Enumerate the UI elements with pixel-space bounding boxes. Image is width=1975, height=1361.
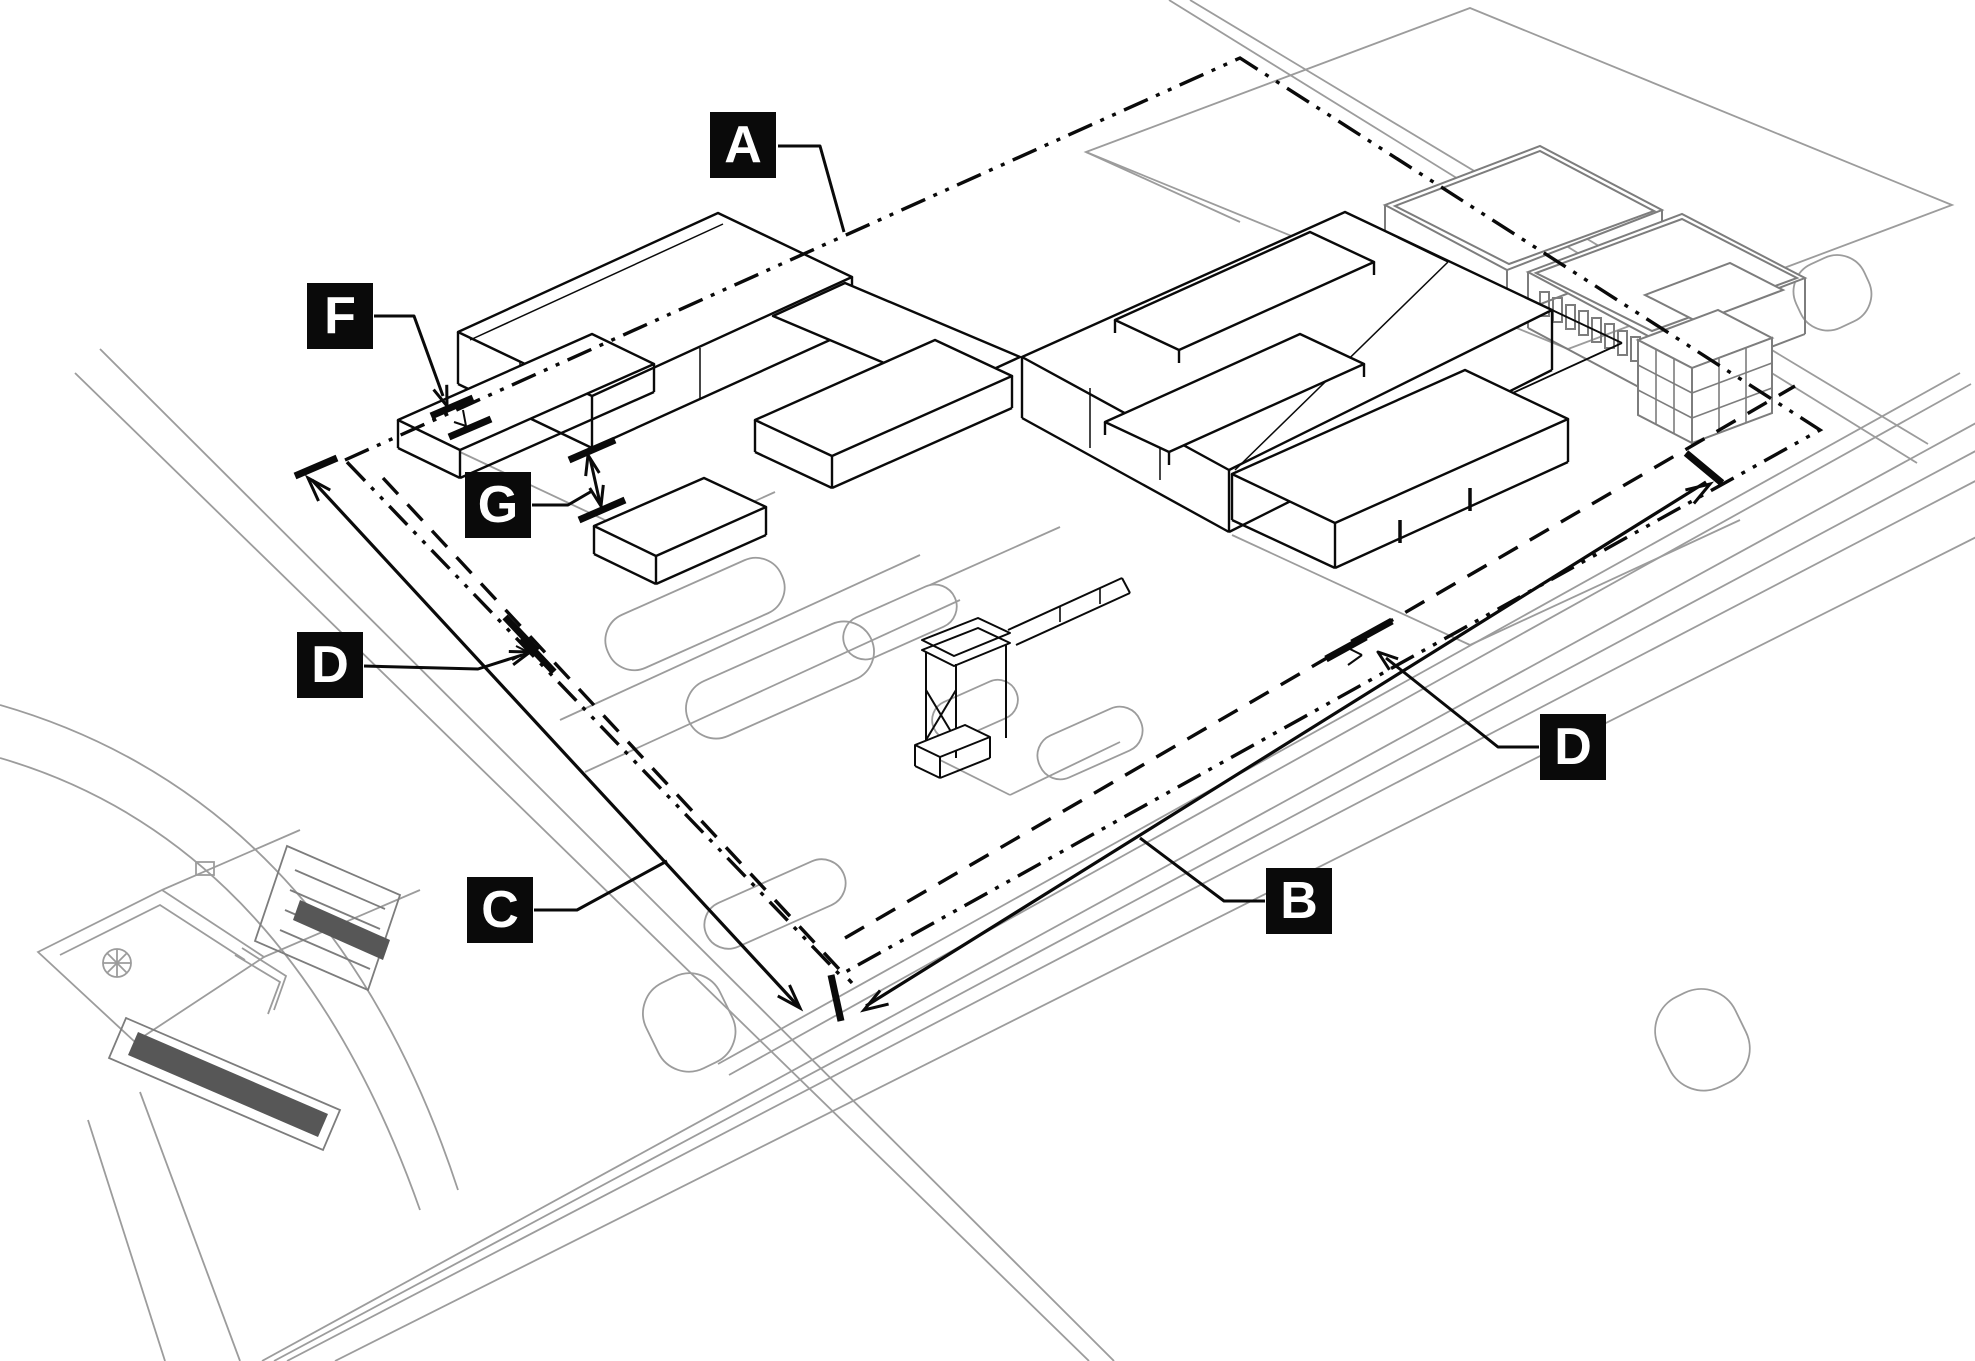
parking-island (703, 858, 847, 950)
tick-marks (429, 394, 1394, 675)
grandstand-outline (107, 1016, 342, 1152)
baseball-field (0, 704, 459, 1211)
neighbor-building-b-windows (1539, 291, 1641, 362)
road-lines (74, 0, 1975, 1361)
callout-d-right-label: D (1540, 714, 1606, 780)
bleacher-stand (253, 844, 402, 992)
callout-d-left-label: D (297, 632, 363, 698)
leader-g (532, 489, 593, 507)
parking-island (1036, 705, 1144, 781)
grandstand-roof (128, 1032, 328, 1137)
leader-d-right (1376, 650, 1539, 749)
school-entry-tower (914, 577, 1131, 779)
setback-line-right (844, 384, 1796, 940)
tick-mark-f (429, 394, 493, 441)
bleacher-dark-band (293, 900, 390, 960)
neighbor-building-c-upper (1642, 261, 1786, 324)
parking-island (604, 556, 786, 672)
bleachers (107, 844, 402, 1152)
boundary-lines (342, 56, 1824, 985)
infield-detail (59, 903, 246, 961)
dimension-line-g (567, 436, 627, 524)
backstop (241, 947, 288, 1011)
outfield-arc (0, 704, 459, 1191)
callout-a-label: A (710, 112, 776, 178)
dimension-line-b (859, 450, 1725, 1013)
school-west-wing (396, 211, 854, 480)
leader-a (778, 144, 846, 233)
leader-f (374, 314, 449, 408)
callout-b-label: B (1266, 868, 1332, 934)
school-roof-monitor (1103, 230, 1376, 465)
callout-f-label: F (307, 283, 373, 349)
property-line (342, 56, 1824, 978)
school-right-wing (1230, 368, 1570, 570)
dimension-lines (293, 436, 1725, 1022)
outfield-arc-inner (0, 757, 421, 1211)
leader-c (534, 859, 668, 912)
pitchers-mound (102, 948, 132, 978)
backstop-outer (234, 954, 282, 1015)
school-building (396, 210, 1623, 779)
callout-c-label: C (467, 877, 533, 943)
callout-g-label: G (465, 472, 531, 538)
neighbor-building-glass-cube (1635, 308, 1775, 445)
leader-lines (363, 144, 1539, 912)
tick-mark-d-right (1324, 617, 1394, 666)
school-south-block (592, 476, 768, 586)
leader-d-left (363, 650, 532, 671)
infield-diamond (36, 888, 266, 1044)
school-center-connector (753, 281, 1022, 490)
leader-b (1139, 836, 1265, 903)
parking-island (685, 620, 875, 740)
dimension-line-c (293, 454, 845, 1022)
setback-line-left (381, 476, 854, 985)
parking-island (842, 583, 958, 661)
